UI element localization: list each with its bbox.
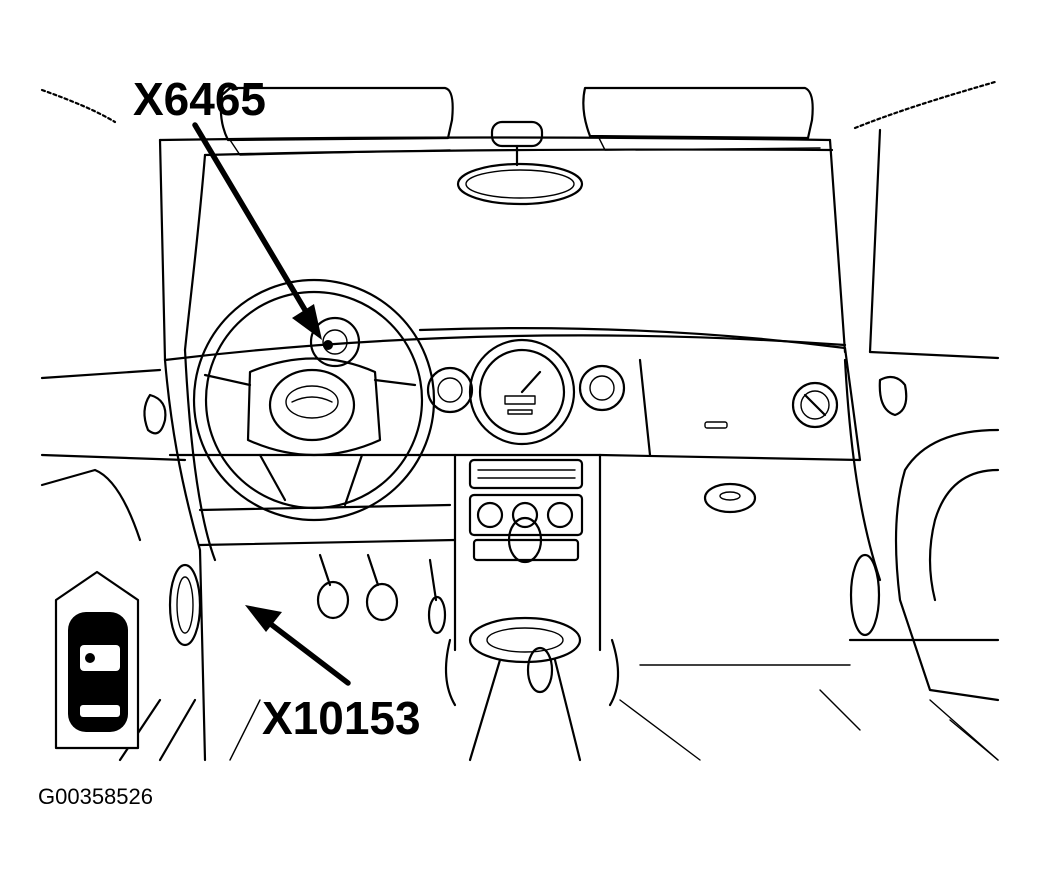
dashboard [163, 327, 862, 547]
figure-id: G00358526 [38, 784, 153, 809]
right-side-structure [843, 350, 1000, 761]
callout-label-x10153: X10153 [262, 692, 421, 744]
roof-headliner [40, 80, 997, 130]
arrow-pointer-icon [192, 122, 322, 340]
left-side-structure [40, 348, 217, 762]
door-key-fob-icon [54, 570, 140, 750]
rear-view-mirror [456, 120, 584, 206]
callout-label-x6465: X6465 [133, 73, 267, 125]
arrow-pointer-icon-bottom [245, 605, 351, 686]
windshield-frame [158, 128, 882, 362]
pedals [316, 553, 447, 635]
steering-wheel [192, 278, 436, 522]
center-console [444, 453, 620, 762]
floor [229, 664, 999, 761]
